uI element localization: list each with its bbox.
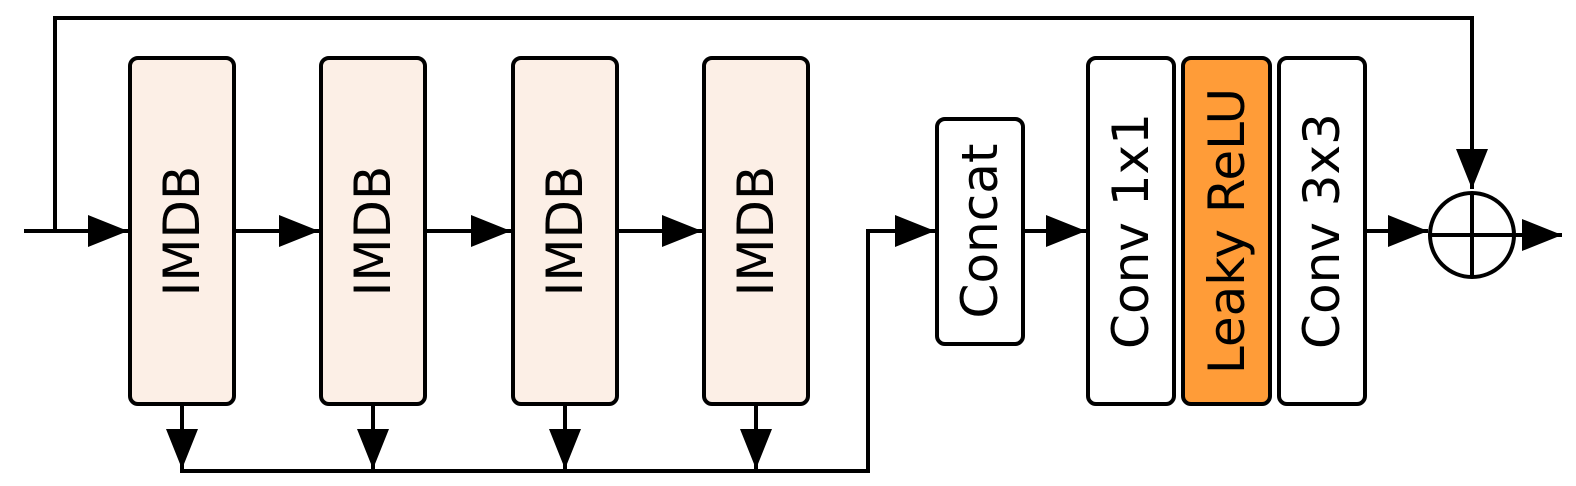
conv-1x1-block: Conv 1x1	[1086, 56, 1176, 406]
imdb-block-1: IMDB	[128, 56, 236, 406]
imdb-block-2: IMDB	[319, 56, 427, 406]
concat-block: Concat	[935, 117, 1025, 346]
imdb-block-2-label: IMDB	[344, 166, 402, 297]
conv-1x1-label: Conv 1x1	[1102, 113, 1160, 349]
imdb-block-4: IMDB	[702, 56, 810, 406]
conv-3x3-block: Conv 3x3	[1277, 56, 1367, 406]
concat-bus	[180, 215, 935, 473]
leaky-relu-block: Leaky ReLU	[1181, 56, 1272, 406]
concat-label: Concat	[951, 144, 1009, 319]
imdb-block-4-label: IMDB	[727, 166, 785, 297]
element-wise-add-icon	[1428, 191, 1516, 279]
imdb-block-1-label: IMDB	[153, 166, 211, 297]
imdb-block-3-label: IMDB	[536, 166, 594, 297]
conv-3x3-label: Conv 3x3	[1293, 113, 1351, 349]
imdb-block-3: IMDB	[511, 56, 619, 406]
global-skip-connection	[53, 16, 1488, 231]
leaky-relu-label: Leaky ReLU	[1198, 88, 1256, 374]
